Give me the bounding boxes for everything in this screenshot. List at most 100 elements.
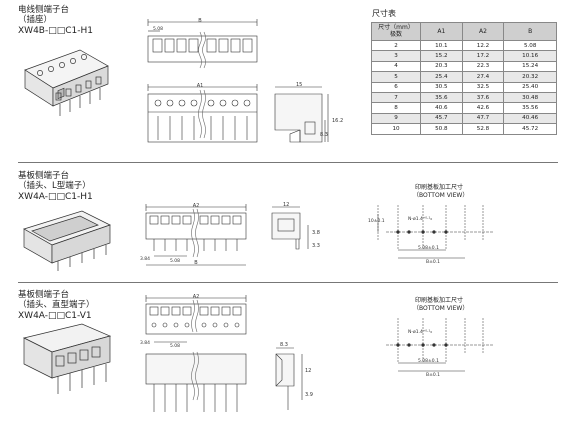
dim-a1: A1	[197, 83, 204, 89]
table-cell: 15.2	[420, 50, 463, 62]
section3-title: 基板侧端子台	[18, 290, 70, 300]
table-cell: 30.5	[420, 81, 463, 93]
dim-pitch: 5.08±0.1	[418, 358, 439, 364]
dim-pitch: 5.08±0.1	[418, 245, 439, 251]
table-cell: 2	[371, 39, 421, 52]
section3-subtitle: （插头、直型端子）	[18, 300, 95, 310]
dim-3-3: 3.3	[312, 243, 320, 249]
table-cell: 5.08	[503, 39, 557, 52]
dim-3-9: 3.9	[305, 392, 313, 398]
table-header-row: 尺寸（mm） 极数 A1 A2 B	[371, 22, 557, 41]
dim-10: 10±0.1	[368, 218, 385, 224]
header-l-side-view: 12 3.8 3.3	[271, 202, 320, 250]
dim-b: B	[198, 18, 202, 24]
socket-top-view: B 5.08	[147, 18, 258, 69]
pcb-layout-v: N-ø1.4⁺⁰·¹₀ 5.08±0.1 B±0.1	[386, 318, 493, 378]
pcb-subtitle: （BOTTOM VIEW）	[413, 192, 469, 199]
table-cell: 6	[371, 81, 421, 93]
table-cell: 9	[371, 112, 421, 125]
table-cell: 35.56	[503, 102, 557, 114]
header-v-isometric-drawing	[22, 323, 112, 394]
table-cell: 42.6	[461, 102, 505, 114]
dim-3-8: 3.8	[312, 230, 320, 236]
table-cell: 30.48	[503, 91, 557, 104]
dim-8-3: 8.3	[280, 342, 288, 348]
table-cell: 20.32	[503, 71, 557, 83]
table-cell: 12.2	[461, 39, 505, 52]
table-cell: 52.8	[461, 123, 505, 135]
dim-pitch: 5.08	[153, 26, 163, 32]
table-cell: 10	[371, 123, 421, 135]
table-cell: 40.46	[503, 112, 557, 125]
dim-3-84: 3.84	[140, 340, 150, 346]
table-cell: 45.7	[420, 112, 463, 125]
section1-title: 电线侧端子台	[18, 5, 70, 15]
section-divider	[18, 282, 558, 283]
table-cell: 45.72	[503, 123, 557, 135]
table-cell: 40.6	[420, 102, 463, 114]
header-l-isometric-drawing	[23, 210, 111, 271]
section1-subtitle: （插座）	[18, 15, 53, 25]
dim-3-84: 3.84	[140, 256, 150, 262]
pcb-subtitle: （BOTTOM VIEW）	[413, 305, 469, 312]
pcb-title: 印刷基板加工尺寸	[415, 184, 464, 191]
table-cell: 37.6	[461, 91, 505, 104]
table-header-cell: 尺寸（mm） 极数	[371, 22, 421, 41]
dim-15: 15	[296, 82, 302, 88]
socket-isometric-drawing	[24, 49, 109, 116]
header-v-front-view	[145, 351, 247, 412]
table-cell: 25.40	[503, 81, 557, 93]
socket-front-view: A1	[147, 83, 258, 143]
table-cell: 7	[371, 91, 421, 104]
dim-12: 12	[305, 368, 311, 374]
hole-spec: N-ø1.4⁺⁰·¹₀	[408, 329, 432, 335]
table-cell: 10.1	[420, 39, 463, 52]
dim-a2: A2	[193, 203, 200, 209]
section1-code: XW4B-□□C1-H1	[18, 26, 93, 36]
table-cell: 25.4	[420, 71, 463, 83]
section2-title: 基板侧端子台	[18, 171, 70, 181]
dim-b: B±0.1	[426, 372, 440, 378]
table-cell: 22.3	[461, 60, 505, 73]
dim-16-2: 16.2	[332, 118, 343, 124]
header-v-top-view: A2 3.84 5.08	[140, 294, 247, 349]
dim-5-08: 5.08	[170, 343, 180, 349]
table-cell: 50.8	[420, 123, 463, 135]
table-cell: 15.24	[503, 60, 557, 73]
table-cell: 20.3	[420, 60, 463, 73]
table-header-cell: A1	[420, 22, 463, 41]
dim-8-3: 8.3	[320, 132, 328, 138]
section-divider	[18, 162, 558, 163]
table-cell: 17.2	[461, 50, 505, 62]
header-v-side-view: 8.3 12 3.9	[275, 342, 313, 410]
dim-12: 12	[283, 202, 289, 208]
table-header-cell: A2	[461, 22, 505, 41]
table-header-cell: B	[503, 22, 557, 41]
table-cell: 27.4	[461, 71, 505, 83]
table-cell: 5	[371, 71, 421, 83]
pcb-layout-l: 10±0.1 N-ø1.4⁺⁰·¹₀ 5.08±0.1 B±0.1	[368, 205, 493, 265]
table-cell: 8	[371, 102, 421, 114]
table-cell: 35.6	[420, 91, 463, 104]
table-cell: 47.7	[461, 112, 505, 125]
dim-5-08: 5.08	[170, 258, 180, 264]
section2-subtitle: （插头、L型端子）	[18, 181, 91, 191]
table-cell: 3	[371, 50, 421, 62]
socket-side-view: 15 16.2 8.3	[274, 82, 343, 143]
dim-b: B	[194, 260, 198, 266]
table-cell: 4	[371, 60, 421, 73]
table-cell: 10.16	[503, 50, 557, 62]
hole-spec: N-ø1.4⁺⁰·¹₀	[408, 216, 432, 222]
dim-a2: A2	[193, 294, 200, 300]
dim-b: B±0.1	[426, 259, 440, 265]
